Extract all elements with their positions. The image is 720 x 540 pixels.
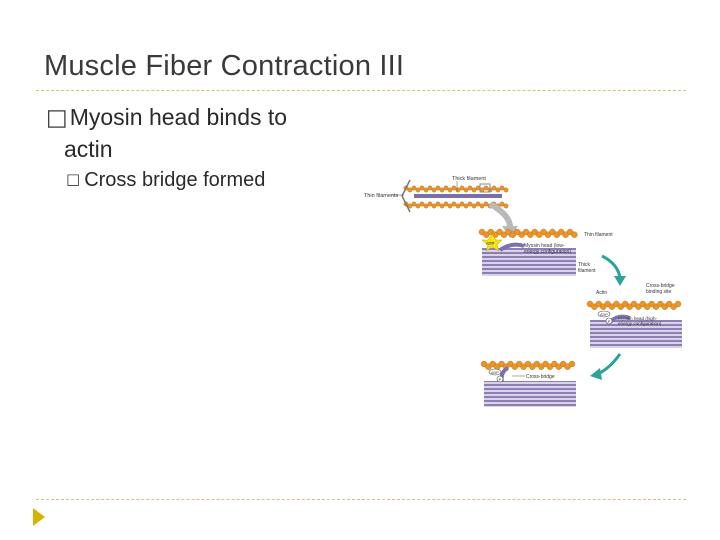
actin-bead <box>459 185 465 191</box>
actin-bead <box>471 203 477 209</box>
label-adp-2: ADP <box>491 371 499 375</box>
actin-bead <box>447 203 453 209</box>
myosin-band <box>590 320 682 348</box>
actin-strand-top <box>403 185 509 193</box>
checkbox-bullet-icon: □ <box>66 170 81 188</box>
actin-bead <box>571 231 578 238</box>
transition-arrow-teal-1 <box>601 254 622 279</box>
panel-low-energy: ATP Thin filament Myosin head (low- ener… <box>478 228 613 276</box>
actin-bead <box>568 360 576 368</box>
actin-bead <box>443 185 449 191</box>
myosin-head-low <box>498 242 525 252</box>
bullet-text-line2: actin <box>64 136 113 162</box>
actin-bead <box>423 203 429 209</box>
actin-bead <box>491 185 497 191</box>
transition-arrow-teal-1-head <box>614 276 626 286</box>
z-line-left <box>401 179 411 213</box>
actin-bead <box>439 187 445 193</box>
footer-divider <box>36 499 686 500</box>
adp-marker <box>597 310 611 318</box>
label-myosin-high-1: Myosin head (high- <box>618 316 658 321</box>
phosphate-marker <box>605 317 613 325</box>
actin-bead <box>427 201 433 207</box>
label-myosin-low-1: Myosin head (low- <box>524 243 565 249</box>
actin-bead <box>467 185 473 191</box>
label-adp: ADP <box>600 313 608 317</box>
label-p-2: P <box>499 377 502 382</box>
actin-bead <box>483 201 489 207</box>
myosin-band <box>482 248 576 276</box>
thick-filament-bar <box>414 194 502 198</box>
actin-bead <box>435 201 441 207</box>
phosphate-marker <box>496 375 504 383</box>
actin-bead <box>411 185 417 191</box>
label-cross-bridge: Cross-bridge <box>526 374 555 380</box>
sub-bullet-text: Cross bridge formed <box>84 169 266 191</box>
actin-bead <box>674 300 682 308</box>
label-thin-filament: Thin filament <box>584 232 613 238</box>
actin-bead <box>451 185 457 191</box>
label-myosin-low-2: energy configuration) <box>524 249 571 255</box>
actin-bead <box>503 203 509 209</box>
actin-bead <box>443 201 449 207</box>
label-actin: Actin <box>596 290 607 296</box>
sarcomere-overview: Thick filament Thin filaments <box>364 176 509 213</box>
adp-marker <box>488 368 502 376</box>
actin-bead <box>407 187 413 193</box>
title-divider <box>36 90 686 91</box>
label-p: P <box>608 319 611 324</box>
actin-bead <box>475 201 481 207</box>
actin-bead <box>471 187 477 193</box>
actin-bead <box>455 187 461 193</box>
actin-bead <box>499 185 505 191</box>
actin-bead <box>499 201 505 207</box>
label-thin-filaments: Thin filaments <box>364 193 398 199</box>
actin-bead <box>423 187 429 193</box>
transition-arrow-teal-2 <box>597 353 622 376</box>
actin-bead <box>411 201 417 207</box>
actin-bead <box>419 201 425 207</box>
label-thick-b: filament <box>578 268 596 274</box>
actin-bead <box>419 185 425 191</box>
panel-high-energy: Actin Cross-bridge binding site ADP P My… <box>586 283 682 348</box>
actin-bead <box>447 187 453 193</box>
actin-bead <box>451 201 457 207</box>
label-thick-filament: Thick filament <box>452 176 486 182</box>
label-thick-a: Thick <box>578 262 590 268</box>
actin-bead <box>431 203 437 209</box>
actin-bead <box>459 201 465 207</box>
slide-title: Muscle Fiber Contraction III <box>44 50 405 82</box>
myosin-band <box>484 381 576 407</box>
transition-arrow-teal-2-head <box>590 368 602 380</box>
actin-bead <box>431 187 437 193</box>
actin-bead <box>503 187 509 193</box>
actin-bead <box>467 201 473 207</box>
bullet-text-line1: Myosin head binds to <box>69 104 288 130</box>
actin-bead <box>483 185 489 191</box>
actin-bead <box>479 203 485 209</box>
actin-bead <box>455 203 461 209</box>
actin-bead <box>495 187 501 193</box>
next-slide-arrow-icon[interactable] <box>33 508 45 526</box>
actin-bead <box>427 185 433 191</box>
actin-bead <box>439 203 445 209</box>
panel-cross-bridge: ADP P Cross-bridge <box>480 360 576 407</box>
actin-bead <box>415 203 421 209</box>
label-atp: ATP <box>486 241 494 246</box>
label-cb-site-2: binding site <box>646 289 672 295</box>
sub-bullet-item: □Cross bridge formed <box>66 169 265 192</box>
checkbox-bullet-icon: □ <box>46 105 68 131</box>
zoom-box <box>479 183 491 193</box>
actin-bead <box>415 187 421 193</box>
actin-bead <box>463 203 469 209</box>
label-myosin-high-2: energy configuration) <box>618 321 662 326</box>
atp-star-icon <box>481 233 503 252</box>
cross-bridge-diagram: Thick filament Thin filaments ATP Thin f… <box>364 176 682 407</box>
label-cb-site-1: Cross-bridge <box>646 283 675 289</box>
bullet-item: □Myosin head binds to actin <box>46 102 346 165</box>
actin-bead <box>435 185 441 191</box>
actin-bead <box>463 187 469 193</box>
